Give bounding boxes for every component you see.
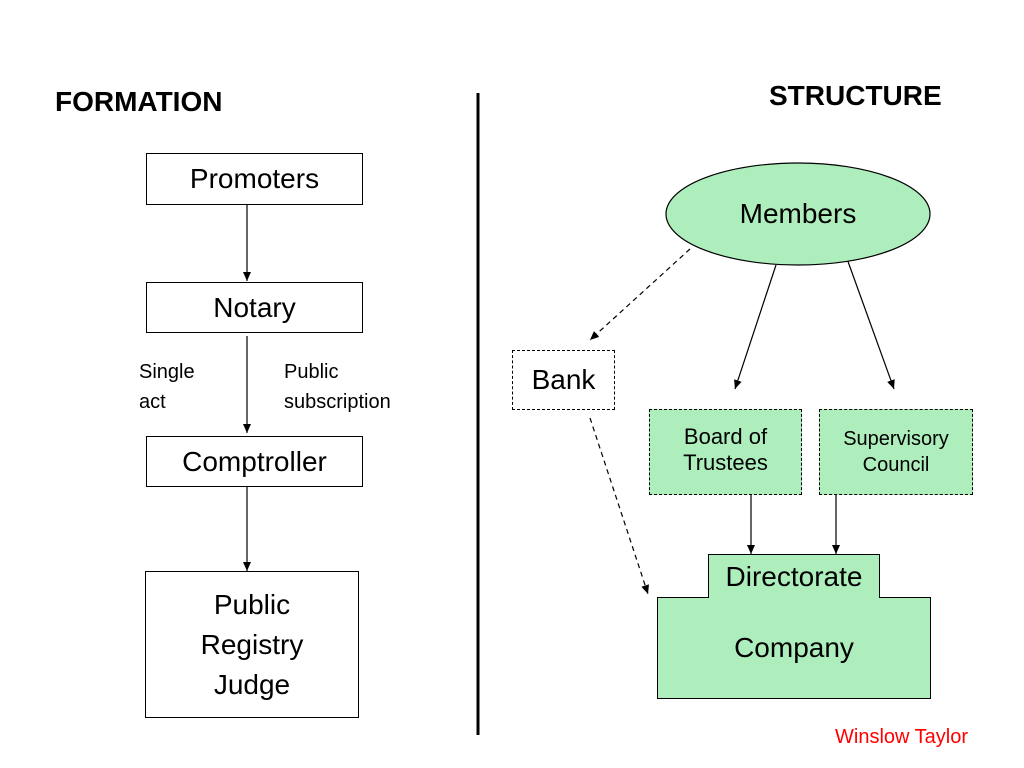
- bank-label: Bank: [531, 364, 596, 395]
- registry-node: Public Registry Judge: [145, 571, 359, 718]
- public-subscription-label: Public subscription: [284, 361, 391, 413]
- directorate-node: Directorate: [708, 554, 880, 598]
- arrow-members-bank: [589, 248, 691, 341]
- notary-label: Notary: [213, 291, 296, 323]
- bank-node: Bank: [512, 350, 615, 410]
- notary-node: Notary: [146, 282, 363, 333]
- members-ellipse: [665, 162, 931, 266]
- comptroller-node: Comptroller: [146, 436, 363, 487]
- promoters-node: Promoters: [146, 153, 363, 205]
- comptroller-label: Comptroller: [182, 445, 327, 477]
- formation-heading: FORMATION: [55, 86, 223, 117]
- council-label: Supervisory Council: [843, 428, 949, 476]
- company-node: Company: [657, 597, 931, 699]
- structure-heading: STRUCTURE: [769, 80, 942, 111]
- council-node: Supervisory Council: [819, 409, 973, 495]
- arrow-members-council: [845, 255, 895, 390]
- company-label: Company: [734, 632, 854, 663]
- members-node: Members: [666, 163, 930, 265]
- promoters-label: Promoters: [189, 163, 320, 194]
- directorate-label: Directorate: [725, 560, 863, 592]
- members-label: Members: [739, 198, 857, 229]
- registry-label: Public Registry Judge: [200, 588, 304, 700]
- board-label: Board of Trustees: [683, 424, 768, 476]
- author-credit: Winslow Taylor: [835, 726, 968, 748]
- board-node: Board of Trustees: [649, 409, 802, 495]
- single-act-label: Single act: [139, 361, 195, 413]
- arrow-bank-company: [589, 417, 649, 595]
- arrow-members-board: [734, 264, 777, 390]
